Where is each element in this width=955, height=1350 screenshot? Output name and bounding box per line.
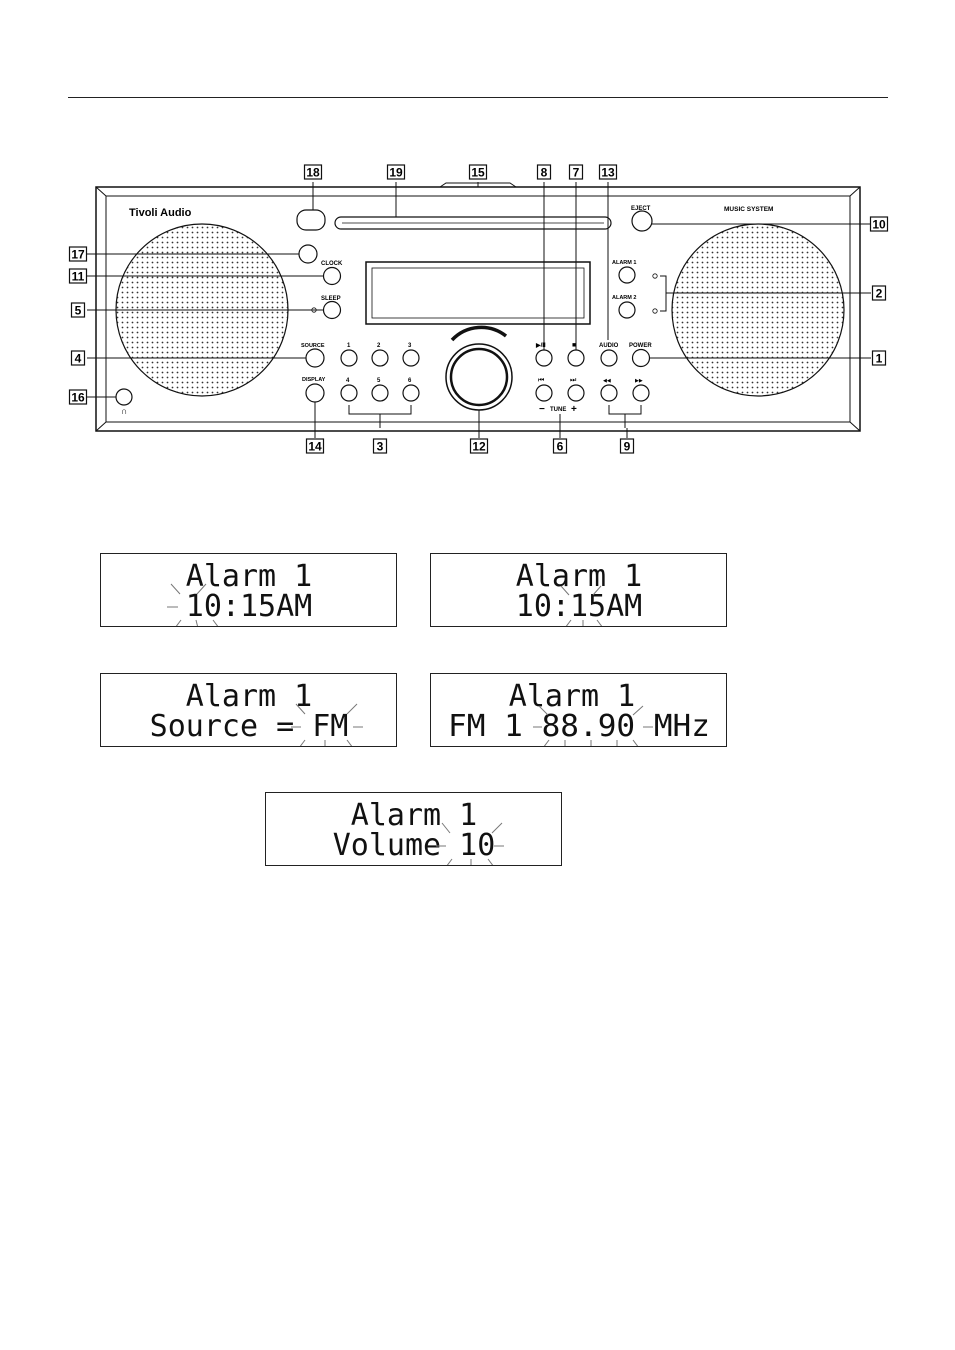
callout-6-number: 6	[557, 440, 564, 454]
right-speaker-grille	[672, 224, 844, 396]
headphone-jack[interactable]	[116, 389, 132, 405]
alarm-1-label: ALARM 1	[612, 260, 636, 266]
callout-1-number: 1	[876, 352, 883, 366]
callout-1: 1	[873, 351, 886, 366]
clock-button[interactable]	[324, 268, 341, 285]
preset-3-button[interactable]	[403, 350, 419, 366]
callout-10-number: 10	[872, 218, 886, 232]
callout-13: 13	[600, 165, 617, 180]
callout-5-number: 5	[75, 304, 82, 318]
remote-sensor	[297, 210, 325, 230]
audio-label: AUDIO	[599, 343, 619, 349]
callout-19: 19	[388, 165, 405, 180]
callout-18: 18	[305, 165, 322, 180]
lcd-screen-2: Alarm 1 10:15AM	[430, 553, 727, 627]
callout-11: 11	[70, 269, 87, 284]
tune-minus-label: −	[539, 404, 545, 415]
preset-2-button[interactable]	[372, 350, 388, 366]
callout-16-number: 16	[71, 391, 85, 405]
display-label: DISPLAY	[302, 377, 326, 383]
power-button[interactable]	[633, 350, 650, 367]
alarm-2-button[interactable]	[619, 302, 635, 318]
tune-down-label: ⏮	[538, 377, 544, 384]
callout-6: 6	[554, 439, 567, 454]
callout-5: 5	[72, 303, 85, 318]
callout-17-number: 17	[71, 248, 85, 262]
preset-4-button[interactable]	[341, 385, 357, 401]
callout-11-number: 11	[72, 270, 85, 284]
tune-label: TUNE	[550, 407, 566, 413]
model-label: MUSIC SYSTEM	[724, 206, 773, 213]
alarm-2-label: ALARM 2	[612, 295, 636, 301]
lcd-4-line-2: FM 1 88.90 MHz	[448, 709, 710, 744]
preset-5-button[interactable]	[372, 385, 388, 401]
lcd-screen-1: Alarm 1 10:15AM	[100, 553, 397, 627]
callout-9-number: 9	[624, 440, 631, 454]
callout-19-number: 19	[389, 166, 403, 180]
callout-14: 14	[307, 439, 324, 454]
alarm-2-led	[653, 309, 657, 313]
sleep-button[interactable]	[324, 302, 341, 319]
audio-button[interactable]	[601, 350, 617, 366]
play-pause-button[interactable]	[536, 350, 552, 366]
callout-7-number: 7	[573, 166, 580, 180]
clock-label: CLOCK	[321, 261, 343, 267]
callout-18-number: 18	[306, 166, 320, 180]
callout-3: 3	[374, 439, 387, 454]
callout-13-number: 13	[601, 166, 615, 180]
tune-down-button[interactable]	[536, 385, 552, 401]
callout-10: 10	[871, 217, 888, 232]
front-panel-diagram: Tivoli Audio MUSIC SYSTEM CLOCK SLEEP SO…	[0, 0, 955, 470]
fast-forward-label: ▶▶	[635, 378, 643, 384]
callout-17: 17	[70, 247, 87, 262]
lcd-screen-5: Alarm 1 Volume 10	[265, 792, 562, 866]
power-label: POWER	[629, 343, 652, 349]
tune-up-button[interactable]	[568, 385, 584, 401]
fast-forward-button[interactable]	[633, 385, 649, 401]
source-label: SOURCE	[301, 343, 325, 349]
lcd-screen-3: Alarm 1 Source = FM	[100, 673, 397, 747]
stop-button[interactable]	[568, 350, 584, 366]
lcd-5-line-2: Volume 10	[333, 828, 496, 863]
light-sensor	[299, 245, 317, 263]
callout-7: 7	[570, 165, 583, 180]
rewind-button[interactable]	[601, 385, 617, 401]
callout-15: 15	[470, 165, 487, 180]
callout-2: 2	[873, 286, 886, 301]
callout-8: 8	[538, 165, 551, 180]
lcd-1-line-2: 10:15AM	[186, 589, 312, 624]
callout-12-number: 12	[472, 440, 486, 454]
alarm-1-led	[653, 274, 657, 278]
callout-9: 9	[621, 439, 634, 454]
brand-logo: Tivoli Audio	[129, 207, 192, 219]
callout-16: 16	[70, 390, 87, 405]
callout-12: 12	[471, 439, 488, 454]
display-button[interactable]	[306, 384, 324, 402]
preset-6-button[interactable]	[403, 385, 419, 401]
tune-plus-label: +	[571, 404, 577, 415]
preset-1-button[interactable]	[341, 350, 357, 366]
tune-up-label: ⏭	[570, 377, 577, 384]
callout-4: 4	[72, 351, 85, 366]
source-button[interactable]	[306, 349, 324, 367]
callout-2-number: 2	[876, 287, 883, 301]
rewind-label: ◀◀	[603, 378, 611, 384]
callout-15-number: 15	[471, 166, 485, 180]
callout-14-number: 14	[308, 440, 322, 454]
headphone-icon: ∩	[121, 406, 127, 416]
lcd-2-line-2: 10:15AM	[516, 589, 642, 624]
alarm-1-button[interactable]	[619, 267, 635, 283]
callout-4-number: 4	[75, 352, 82, 366]
callout-8-number: 8	[541, 166, 548, 180]
lcd-screen-4: Alarm 1 FM 1 88.90 MHz	[430, 673, 727, 747]
lcd-3-line-2: Source = FM	[150, 709, 349, 744]
callout-3-number: 3	[377, 440, 384, 454]
eject-button[interactable]	[632, 211, 652, 231]
